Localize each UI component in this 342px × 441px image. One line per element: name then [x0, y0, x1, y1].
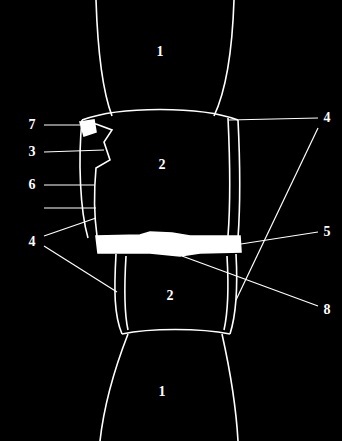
callout-number: 7 — [27, 117, 38, 133]
lower-restoration-wall — [224, 256, 228, 330]
intermediate-layer — [96, 232, 241, 256]
cavity-wall — [95, 124, 112, 236]
callout-number: 1 — [157, 384, 168, 400]
callout-number: 1 — [155, 44, 166, 60]
callout-number: 5 — [322, 224, 333, 240]
upper-crown-outline — [238, 120, 240, 238]
leader-line — [44, 207, 96, 208]
leader-line — [44, 150, 104, 152]
leader-line — [229, 118, 318, 120]
callout-number: 2 — [157, 157, 168, 173]
lower-crown-outline — [115, 254, 122, 334]
callout-number: 8 — [322, 302, 333, 318]
callout-number: 3 — [27, 144, 38, 160]
upper-crown-outline — [80, 120, 88, 238]
lower-root-outline — [222, 334, 238, 441]
callout-number: 2 — [165, 288, 176, 304]
leader-line — [44, 246, 117, 292]
leader-line — [44, 184, 94, 185]
callout-number: 6 — [27, 177, 38, 193]
upper-crown-outline — [82, 110, 238, 121]
lower-restoration-wall — [125, 256, 128, 330]
callout-number: 4 — [27, 234, 38, 250]
lower-root-outline — [100, 334, 128, 441]
leader-line — [241, 232, 318, 244]
leader-line — [44, 218, 96, 236]
leader-lines — [44, 118, 318, 306]
upper-root-outline — [214, 0, 234, 116]
leader-line — [44, 124, 80, 125]
leader-line — [236, 128, 318, 300]
callout-number: 4 — [322, 110, 333, 126]
lower-crown-outline — [230, 254, 237, 334]
lower-crown-base — [122, 330, 230, 335]
restoration-fragment — [80, 120, 96, 136]
upper-root-outline — [96, 0, 112, 116]
upper-restoration-wall — [228, 118, 230, 236]
leader-line — [182, 256, 318, 306]
